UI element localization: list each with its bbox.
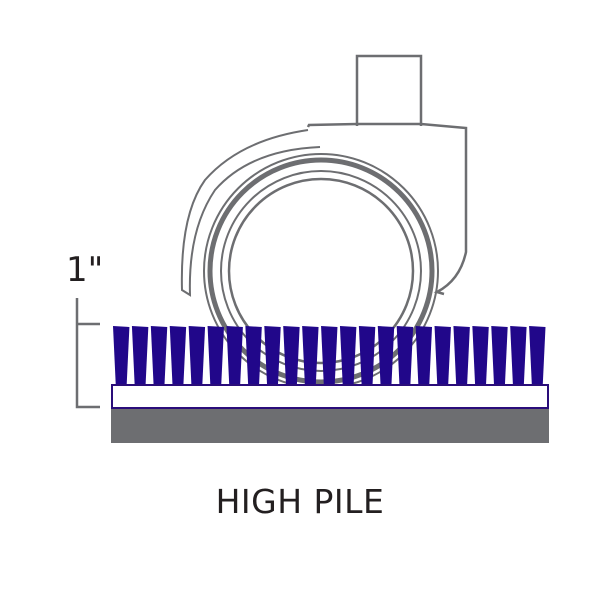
wheel-hub-ring	[227, 177, 415, 365]
pile-bristles	[113, 326, 546, 385]
bristle	[169, 326, 187, 385]
bristle	[453, 326, 470, 385]
bristle	[491, 326, 508, 385]
wheel-inner-ring	[220, 170, 422, 372]
caster-stem	[355, 54, 423, 126]
bristle	[339, 326, 357, 385]
height-measurement-label: 1"	[66, 250, 104, 290]
diagram-title: HIGH PILE	[215, 482, 385, 521]
caster-wheel	[180, 54, 468, 389]
bristle	[472, 326, 489, 385]
bristle	[245, 326, 262, 385]
bristle	[396, 326, 414, 385]
bristle	[302, 326, 319, 385]
bristle	[226, 326, 243, 385]
bristle	[188, 326, 206, 385]
mat-backing	[111, 384, 549, 409]
bristle	[321, 326, 338, 385]
mat-base	[111, 409, 549, 443]
bristle	[131, 326, 149, 385]
bristle	[264, 326, 281, 385]
bristle	[415, 326, 433, 385]
caster-housing	[306, 122, 468, 296]
wheel-tire-ring	[207, 157, 435, 385]
bristle	[283, 326, 300, 385]
bristle	[434, 326, 451, 385]
bristle	[529, 326, 546, 385]
height-bracket	[75, 298, 100, 409]
bristle	[113, 326, 130, 385]
caster-housing-arc	[180, 129, 321, 297]
bristle	[207, 326, 224, 385]
bristle	[510, 326, 527, 385]
bristle	[358, 326, 376, 385]
bristle	[377, 326, 395, 385]
bristle	[150, 326, 168, 385]
